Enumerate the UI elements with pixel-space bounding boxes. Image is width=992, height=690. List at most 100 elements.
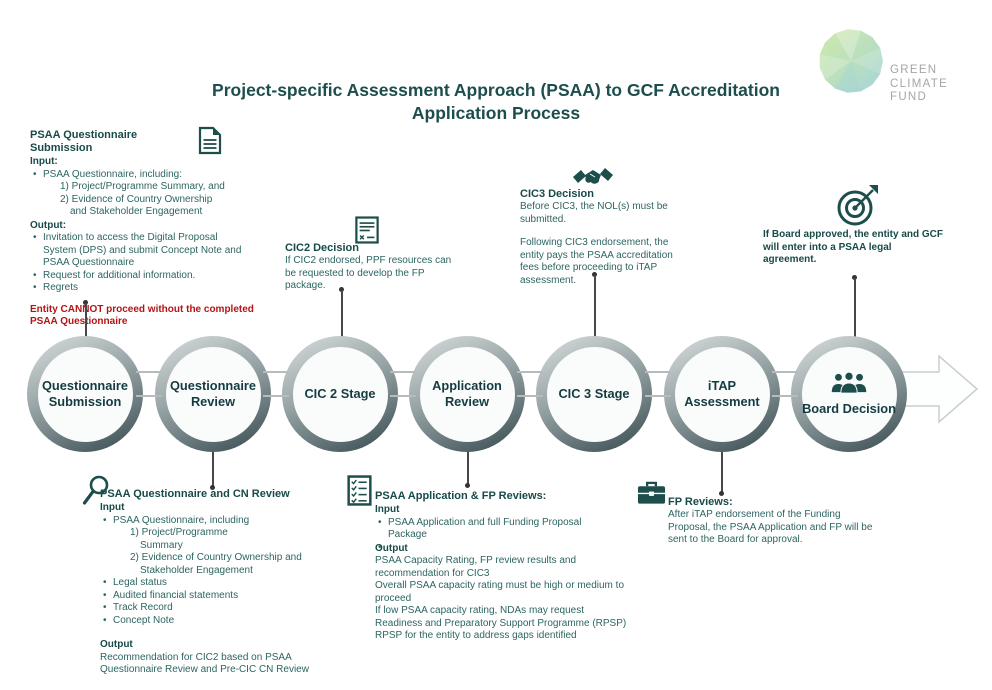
- stage-questionnaire-submission: Questionnaire Submission: [27, 336, 143, 452]
- list-item: PSAA Questionnaire, including: [100, 515, 348, 528]
- list-subitem: Summary: [140, 539, 183, 551]
- callout-body: PSAA Capacity Rating, FP review results …: [375, 555, 577, 579]
- callout-body: Overall PSAA capacity rating must be hig…: [375, 580, 625, 604]
- connector-dot: [83, 300, 88, 305]
- list-subitem: 2) Evidence of Country Ownership: [60, 193, 213, 205]
- callout-body: If CIC2 endorsed, PPF resources can be r…: [285, 255, 452, 291]
- logo-word-climate: CLIMATE: [890, 77, 949, 90]
- connector-line: [854, 278, 856, 343]
- stage-link: [517, 395, 543, 397]
- list-item: Concept Note: [100, 615, 348, 628]
- list-item: Track Record: [100, 602, 348, 615]
- callout-application-fp-reviews: PSAA Application & FP Reviews: Input PSA…: [347, 475, 637, 643]
- list-subitem: 1) Project/Programme Summary, and: [60, 181, 225, 192]
- stage-label: CIC 2 Stage: [304, 386, 376, 401]
- callout-body: Following CIC3 endorsement, the entity p…: [520, 237, 673, 286]
- stage-link: [263, 395, 289, 397]
- stage-link: [136, 371, 162, 373]
- output-label: Output: [100, 639, 133, 650]
- stage-board-decision: Board Decision: [791, 336, 907, 452]
- callout-fp-reviews: FP Reviews: After iTAP endorsement of th…: [637, 481, 880, 547]
- gcf-logo-sphere-icon: [818, 28, 884, 94]
- callout-body: If low PSAA capacity rating, NDAs may re…: [375, 605, 627, 641]
- page-title-line2: Application Process: [411, 103, 581, 123]
- gcf-logo-wordmark: GREEN CLIMATE FUND: [890, 64, 948, 105]
- stage-link: [263, 371, 289, 373]
- logo-word-fund: FUND: [890, 91, 928, 103]
- connector-line: [594, 275, 596, 343]
- stage-label: Questionnaire Submission: [41, 378, 129, 409]
- checklist-icon: [347, 475, 372, 511]
- callout-heading: PSAA Application & FP Reviews:: [375, 490, 547, 502]
- stage-link: [390, 371, 416, 373]
- callout-body: After iTAP endorsement of the Funding Pr…: [668, 509, 873, 545]
- stage-itap-assessment: iTAP Assessment: [664, 336, 780, 452]
- callout-heading: PSAA Questionnaire and CN Review: [100, 488, 290, 500]
- board-people-icon: [830, 371, 868, 399]
- connector-dot: [339, 287, 344, 292]
- list-item: Request for additional information.: [30, 270, 268, 283]
- callout-heading: CIC2 Decision: [285, 242, 359, 254]
- connector-line: [85, 303, 87, 343]
- list-subitem: 2) Evidence of Country Ownership and: [130, 552, 302, 563]
- stage-link: [645, 371, 671, 373]
- callout-cic2-decision: CIC2 Decision If CIC2 endorsed, PPF reso…: [285, 216, 463, 293]
- input-label: Input: [100, 502, 125, 513]
- connector-dot: [719, 491, 724, 496]
- document-icon: [198, 126, 222, 160]
- callout-board-approval: If Board approved, the entity and GCF wi…: [763, 183, 955, 267]
- stage-link: [772, 371, 798, 373]
- handshake-icon: [572, 166, 614, 197]
- warning-text: Entity CANNOT proceed without the comple…: [30, 303, 254, 328]
- input-label: Input:: [30, 156, 58, 167]
- callout-heading: PSAA Questionnaire Submission: [30, 129, 138, 154]
- stage-label: CIC 3 Stage: [558, 386, 630, 401]
- list-item: Legal status: [100, 577, 348, 590]
- callout-heading: FP Reviews:: [668, 496, 733, 508]
- logo-word-green: GREEN: [890, 64, 938, 76]
- stage-label: Board Decision: [802, 400, 896, 416]
- connector-line: [467, 449, 469, 485]
- stage-link: [390, 395, 416, 397]
- callout-body: Before CIC3, the NOL(s) must be submitte…: [520, 201, 668, 225]
- briefcase-icon: [637, 480, 666, 511]
- stage-cic3: CIC 3 Stage: [536, 336, 652, 452]
- stage-label: Application Review: [432, 378, 502, 409]
- connector-dot: [210, 485, 215, 490]
- output-label: Output:: [30, 219, 67, 231]
- stage-application-review: Application Review: [409, 336, 525, 452]
- list-item: Invitation to access the Digital Proposa…: [30, 232, 253, 270]
- connector-dot: [465, 483, 470, 488]
- callout-cic3-decision: CIC3 Decision Before CIC3, the NOL(s) mu…: [520, 168, 692, 287]
- stage-label: iTAP Assessment: [684, 378, 760, 409]
- connector-line: [721, 449, 723, 493]
- connector-line: [212, 449, 214, 487]
- callout-cn-review: PSAA Questionnaire and CN Review Input P…: [82, 475, 348, 677]
- stage-cic2: CIC 2 Stage: [282, 336, 398, 452]
- list-subitem: Stakeholder Engagement: [140, 564, 253, 576]
- stage-label: Questionnaire Review: [169, 378, 257, 409]
- page-title: Project-specific Assessment Approach (PS…: [0, 79, 992, 125]
- page-title-line1: Project-specific Assessment Approach (PS…: [212, 80, 780, 100]
- list-subitem: and Stakeholder Engagement: [70, 206, 203, 217]
- list-item: Regrets: [30, 282, 268, 295]
- list-item: PSAA Application and full Funding Propos…: [375, 517, 613, 542]
- ballot-icon: [355, 216, 379, 249]
- connector-dot: [852, 275, 857, 280]
- connector-line: [341, 290, 343, 343]
- target-arrow-icon: [835, 183, 879, 232]
- magnifier-icon: [81, 474, 112, 512]
- stage-questionnaire-review: Questionnaire Review: [155, 336, 271, 452]
- list-item: Audited financial statements: [100, 590, 348, 603]
- callout-heading: CIC3 Decision: [520, 188, 594, 200]
- callout-body: If Board approved, the entity and GCF wi…: [763, 229, 944, 265]
- stage-link: [645, 395, 671, 397]
- callout-questionnaire-submission: PSAA Questionnaire Submission Input: PSA…: [30, 126, 268, 329]
- callout-body: Recommendation for CIC2 based on PSAA Qu…: [100, 651, 309, 676]
- list-item: PSAA Questionnaire, including:: [30, 169, 268, 182]
- input-label: Input: [375, 504, 400, 515]
- stage-link: [136, 395, 162, 397]
- stage-link: [772, 395, 798, 397]
- stage-link: [517, 371, 543, 373]
